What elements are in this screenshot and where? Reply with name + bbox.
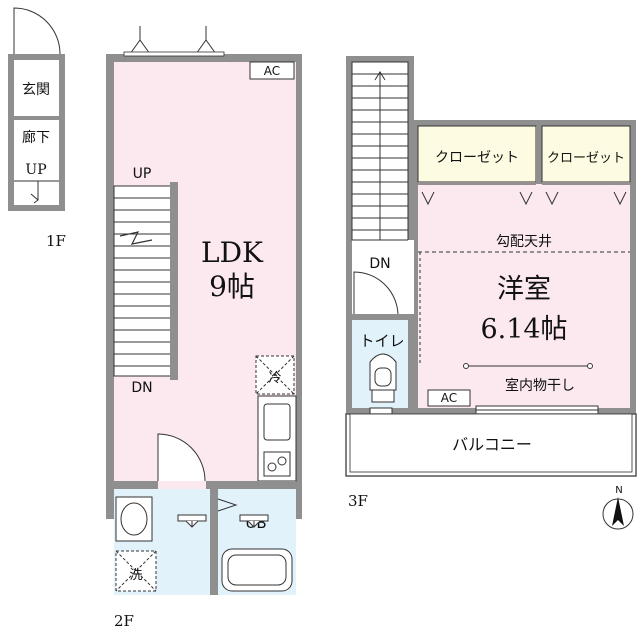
stair-dn-label-3f: DN: [369, 256, 390, 272]
washer-cross-2: [115, 550, 157, 592]
stair-up-label-1f: UP: [25, 162, 46, 178]
compass-icon: N: [602, 485, 634, 530]
closet-2: [541, 125, 631, 183]
entrance-label: 玄関: [22, 81, 50, 98]
ldk-label: LDK: [201, 236, 264, 269]
bathtub-inner: [227, 554, 287, 586]
floor-2-label: 2F: [114, 612, 134, 630]
washer-label: 洗: [129, 568, 142, 583]
closet-door-marks: [421, 191, 627, 206]
toilet-door-swing: [353, 271, 399, 317]
toilet-label: トイレ: [359, 332, 404, 350]
ldk-door-gap: [158, 479, 206, 491]
floor-3-label: 3F: [348, 492, 368, 510]
stair-2f-wall: [170, 182, 178, 380]
sloped-ceiling-label: 勾配天井: [496, 234, 552, 250]
drying-rod-end-right: [587, 363, 593, 369]
bath-wall: [210, 489, 218, 595]
hallway-label: 廊下: [22, 129, 50, 146]
window-2f-bottom-1: [177, 514, 207, 522]
floor-1-label: 1F: [46, 232, 66, 250]
balcony-label: バルコニー: [452, 435, 532, 454]
toilet-seat: [374, 367, 392, 387]
drying-rod-end-left: [463, 363, 469, 369]
stair-up-label-2f: UP: [133, 166, 152, 182]
ldk-door-swing: [157, 433, 206, 482]
fridge-cross-2: [255, 355, 295, 395]
closet-1-label: クローゼット: [435, 150, 519, 166]
toilet-tank: [371, 389, 395, 403]
toilet-window: [369, 407, 393, 415]
stove-burner-1: [267, 462, 277, 472]
floor-2: UP DN LDK 9帖 AC 冷 洗 UB 2F: [106, 26, 302, 630]
stair-dn-label-2f: DN: [131, 380, 152, 396]
stove: [263, 451, 291, 477]
window-2f-top-gap: [123, 51, 225, 57]
western-room-label: 洋室: [497, 274, 551, 305]
stair-2f: [113, 185, 175, 377]
balcony-inner: [349, 413, 633, 473]
ac-label-2f: AC: [264, 64, 280, 78]
ac-unit-3f: [427, 389, 471, 407]
stair-1f-arrowhead: [30, 193, 39, 204]
fridge-label: 冷: [268, 371, 281, 386]
indoor-drying-label: 室内物干し: [505, 377, 575, 394]
floor-1: 玄関 廊下 UP 1F: [8, 7, 66, 250]
vanity-basin: [120, 502, 148, 536]
entrance-door-swing: [13, 7, 61, 55]
window-2f-bottom-2: [239, 514, 269, 522]
closet-2-label: クローゼット: [547, 151, 625, 166]
stair-3f-arrowhead: [374, 71, 386, 81]
closet-1: [417, 125, 537, 183]
ldk-size: 9帖: [209, 270, 255, 303]
closet-divider-wall: [536, 126, 542, 184]
washer-cross-1: [115, 550, 157, 592]
ac-unit-2f: [249, 61, 295, 80]
western-room-size: 6.14帖: [480, 314, 567, 345]
kitchen-sink: [263, 403, 291, 441]
bath-door: [217, 498, 238, 512]
stair-2f-break: [119, 231, 153, 245]
compass-north-label: N: [615, 485, 622, 496]
stair-2f-treads: [114, 197, 170, 367]
stove-burner-2: [277, 456, 287, 466]
ac-label-3f: AC: [441, 391, 457, 405]
floor-3: DN トイレ クローゼット クローゼット 勾配天井 洋室 6.14帖: [345, 56, 637, 530]
